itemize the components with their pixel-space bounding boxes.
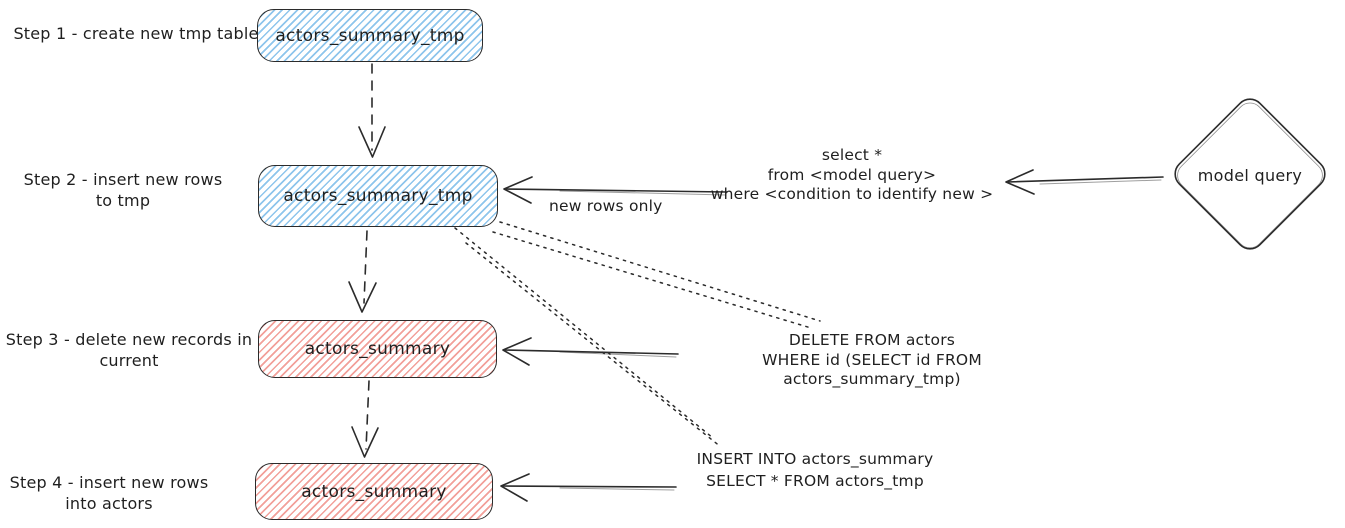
arrow-select-to-tmp [503, 176, 728, 204]
insert-sql-annotation: INSERT INTO actors_summary SELECT * FROM… [696, 450, 934, 490]
node-label: actors_summary_tmp [283, 186, 473, 206]
model-query-label: model query [1197, 165, 1303, 185]
model-query-diamond-outline [1174, 98, 1326, 250]
arrow-step3-to-step4 [351, 380, 379, 458]
arrow-step2-to-step3 [348, 230, 377, 313]
arrow-model-query-to-select [1005, 169, 1164, 195]
node-actors-summary-step4[interactable]: actors_summary [255, 463, 493, 520]
node-actors-summary-tmp-step2[interactable]: actors_summary_tmp [258, 165, 498, 227]
arrow-insert-sql-to-actors-summary [500, 473, 677, 502]
new-rows-only-label: new rows only [549, 197, 663, 215]
arrow-delete-sql-to-actors-summary [502, 337, 679, 366]
dotted-link-tmp-to-insert-sql [454, 227, 722, 448]
node-actors-summary-step3[interactable]: actors_summary [258, 320, 497, 378]
step-4-label: Step 4 - insert new rows into actors [9, 473, 209, 513]
arrow-step1-to-step2 [358, 63, 386, 158]
step-1-label: Step 1 - create new tmp table [13, 24, 259, 43]
model-query-node[interactable]: model query [1180, 155, 1320, 195]
select-query-annotation: select * from <model query> where <condi… [710, 146, 994, 203]
node-label: actors_summary [304, 339, 451, 359]
step-3-label: Step 3 - delete new records in current [5, 330, 253, 370]
delete-sql-annotation: DELETE FROM actors WHERE id (SELECT id F… [762, 331, 982, 388]
node-actors-summary-tmp-step1[interactable]: actors_summary_tmp [257, 9, 483, 62]
node-label: actors_summary_tmp [275, 25, 465, 46]
dotted-link-tmp-to-delete-sql [492, 221, 821, 329]
node-label: actors_summary [301, 481, 447, 502]
step-2-label: Step 2 - insert new rows to tmp [23, 170, 223, 210]
